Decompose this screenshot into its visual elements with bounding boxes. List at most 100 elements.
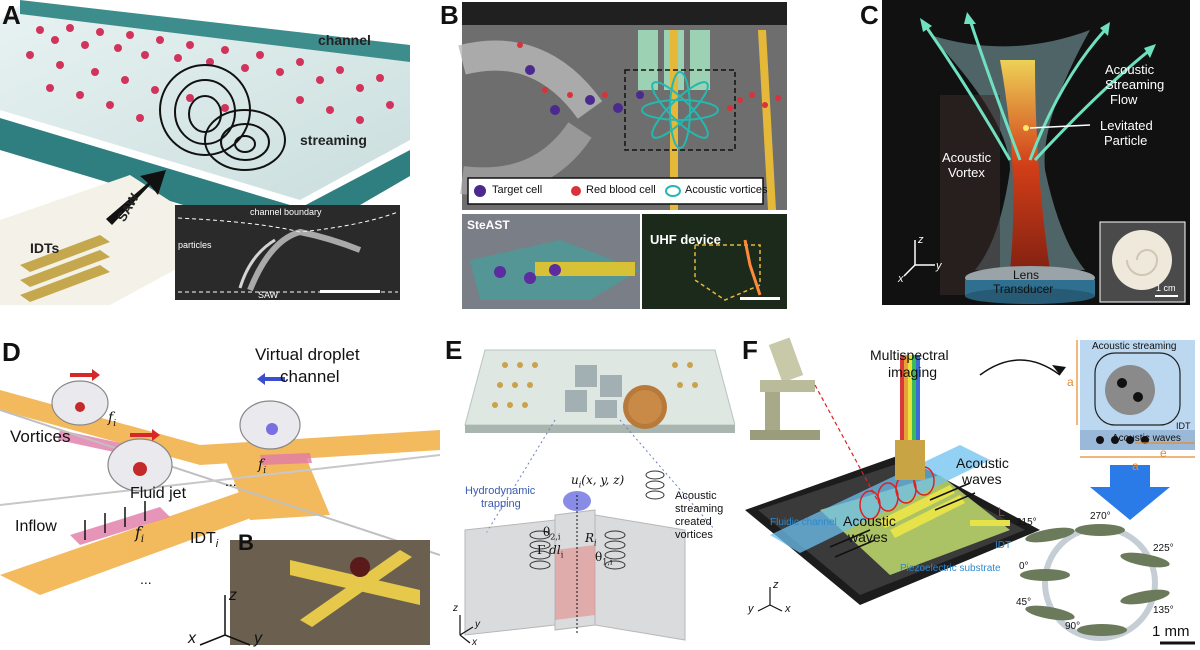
acoustic-streaming-label-2: streaming [675,503,724,515]
trap-region [555,545,595,620]
acoustic-streaming-label-4: vortices [675,529,713,541]
dl-text: dl [549,543,561,557]
gamma-text: Γ [537,543,546,557]
panel-b: B Target cell Red blood cell Acoustic vo… [440,0,790,310]
legend-rbc-icon [571,186,581,196]
frequency-label-1: fi [108,410,116,429]
u-args: (x, y, z) [581,473,625,487]
inflow-label: Inflow [15,518,57,535]
vortex-coils [529,470,665,570]
f-sub-3: i [140,534,145,546]
streaming-vortices [159,64,286,171]
fluidic-channel [770,445,990,553]
axis-y-d: y [254,630,262,647]
ellipsis-1: ... [225,473,237,489]
axis-z-e: z [453,603,458,614]
u-sub: i [578,480,582,490]
vortex-label-2: Vortex [948,165,985,180]
acoustic-waves-label-left-1: Acoustic [843,513,896,529]
theta2-sub: 2,i [550,532,561,542]
vortex-label-1: Acoustic [942,150,992,165]
panel-d-label: D [2,337,21,367]
red-blood-cells [517,42,781,111]
particles [26,24,394,124]
axis-y-e: y [475,619,480,630]
idt-text: IDT [190,530,216,547]
axis-x-e: x [472,637,477,648]
legend-vortex-icon [665,185,681,197]
angle-90: 90° [1065,621,1081,632]
virtual-droplet-label-1: Virtual droplet [255,345,360,364]
angle-135: 135° [1153,605,1174,616]
chip-pillars [492,362,698,408]
idt-electrodes [20,235,110,302]
theta1-text: θ [595,550,603,564]
length-label: L [998,505,1005,519]
r-sub: i [594,538,597,548]
down-arrow-icon [1090,465,1170,520]
fluidic-channel-label: Fluidic channel [770,517,837,528]
panel-e-label: E [445,335,463,365]
zoom-arrow [979,359,1061,376]
fluid-jet-arrows [84,501,146,540]
axis-z-d: z [229,587,237,604]
uhf-image [642,214,787,309]
idt-subscript: i [215,538,219,551]
virtual-droplet-label-2: channel [280,367,340,386]
f-text-2: f [258,457,264,473]
theta2-text: θ [543,525,551,539]
idt-label: IDTi [190,530,218,550]
uhf-label: UHF device [650,232,721,247]
panel-c-axes [903,240,935,277]
frequency-label-3: fi [135,523,144,545]
angle-225: 225° [1153,543,1174,554]
streaming-flow-arrows [923,19,1151,162]
axis-x-d: x [188,630,196,647]
inlet-tube [458,40,603,119]
legend-target-cell-icon [474,185,486,197]
angle-270: 270° [1090,511,1111,522]
inset-waves-label: Acoustic waves [1112,433,1181,444]
spectral-beam [900,355,920,440]
hydrodynamic-label-1: Hydrodynamic [465,485,536,497]
idt-crosses [1096,436,1149,444]
panel-c-illustration [860,0,1200,310]
hydrodynamic-label-2: trapping [481,498,521,510]
acoustic-beam [1000,60,1050,270]
theta2-label: θ2,i [543,525,560,541]
streaming-label: streaming [300,132,367,148]
multispectral-label-1: Multispectral [870,347,949,363]
panel-f-label: F [742,335,758,365]
frequency-label-2: fi [258,457,266,476]
levitated-pointer [1029,124,1091,129]
panel-f-illustration [740,335,1200,650]
panel-a-label: A [2,0,21,30]
dl-sub: i [560,550,564,560]
imaging-camera [895,440,925,480]
lens-label: Lens [1013,268,1040,282]
panel-e-illustration [445,335,735,650]
gamma-label: Γ dli [537,543,563,559]
f-text-3: f [135,523,141,542]
fluid-jet-label: Fluid jet [130,485,187,502]
panel-f-axes [757,587,783,612]
transducer-label: Transducer [993,282,1054,296]
trapped-fish-section [1105,365,1155,415]
levitated-particle [1023,125,1029,131]
inset-a-label: a [1067,375,1074,389]
panel-b-illustration [440,0,790,310]
acoustic-vortex-flower [641,71,719,149]
scale-1mm: 1 mm [1152,623,1190,640]
vortex-funnel [930,30,1090,270]
zoom-box [624,69,736,151]
panel-a-illustration [0,0,410,305]
droplet-channel [0,409,440,556]
fish-larvae [1020,524,1170,636]
panel-d: D Virtual droplet channel Vortices Fluid… [0,335,440,650]
f-sub-1: i [113,418,117,429]
legend-rbc: Red blood cell [586,184,656,196]
wall-planes [464,509,686,641]
velocity-label: ui(x, y, z) [571,473,624,489]
theta1-label: θ1,i [595,550,612,566]
panel-d-illustration [0,335,440,650]
